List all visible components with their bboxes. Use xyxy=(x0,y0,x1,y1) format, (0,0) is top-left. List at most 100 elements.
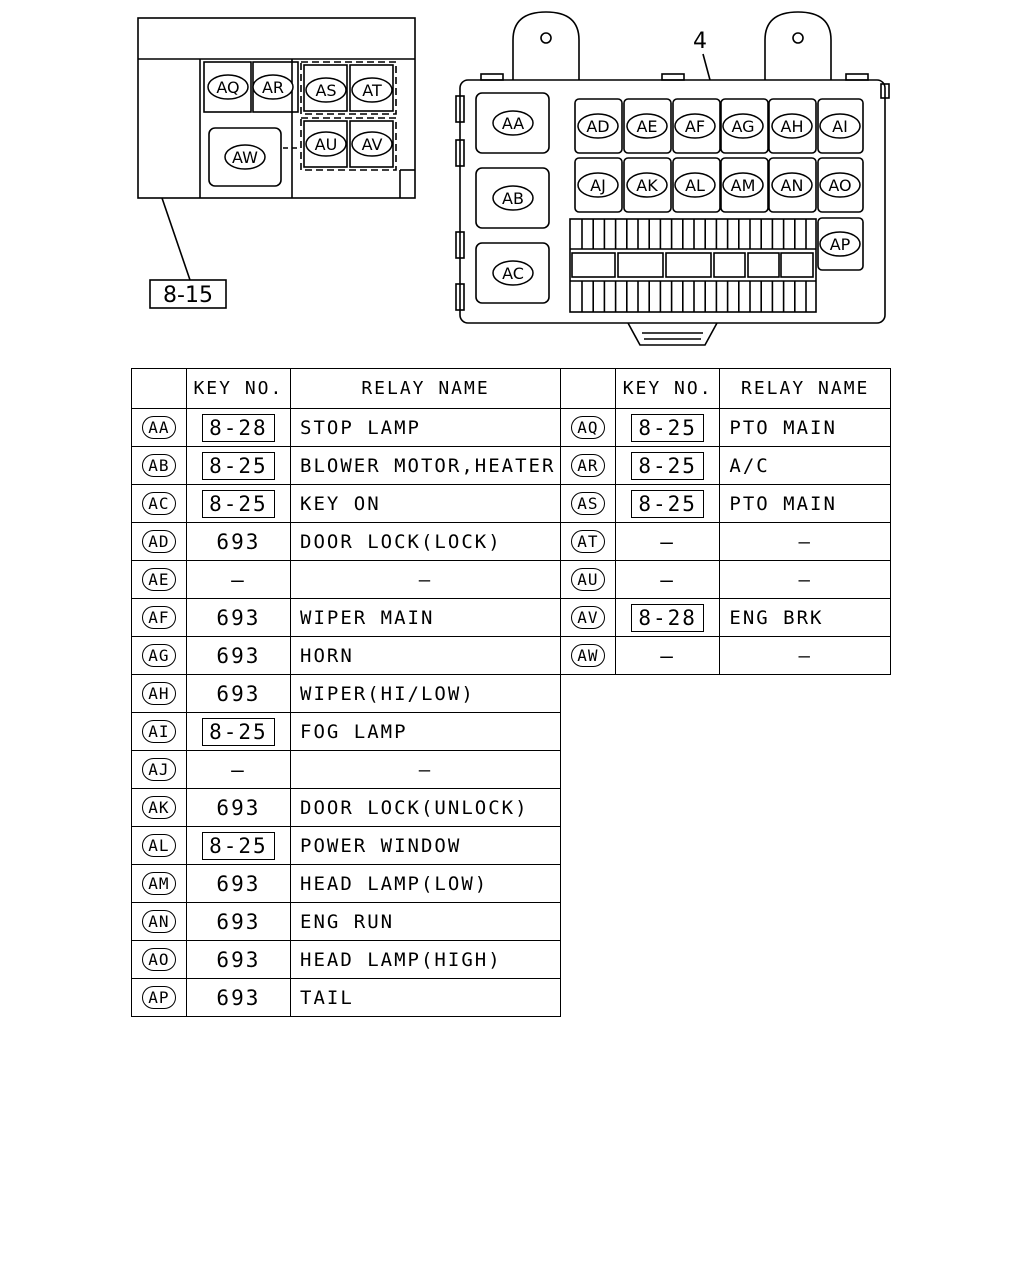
part-leader-line xyxy=(702,53,711,81)
svg-text:AL: AL xyxy=(685,176,705,195)
key-no-cell: – xyxy=(614,560,721,599)
table-row: AV 8-28 ENG BRK xyxy=(560,598,891,637)
relay-code: AU xyxy=(571,568,605,591)
header-key-no: KEY NO. xyxy=(614,368,721,409)
relay-code: AH xyxy=(142,682,176,705)
key-no: 693 xyxy=(216,605,261,630)
relay-name: PTO MAIN xyxy=(719,408,891,447)
relay-label-av: AV xyxy=(351,131,393,157)
key-ref-box: 8-28 xyxy=(202,413,275,442)
key-no-cell: 693 xyxy=(185,978,292,1017)
relay-code: AT xyxy=(571,530,605,553)
key-no-cell: – xyxy=(185,560,292,599)
relay-code: AS xyxy=(571,492,605,515)
key-ref-box: 8-25 xyxy=(202,451,275,480)
relay-code: AV xyxy=(571,606,605,629)
key-no-cell: 693 xyxy=(185,598,292,637)
svg-text:AG: AG xyxy=(731,117,754,136)
relay-code: AM xyxy=(142,872,176,895)
relay-code: AE xyxy=(142,568,176,591)
key-no: 693 xyxy=(216,529,261,554)
header-code xyxy=(131,368,187,409)
relay-label-an: AN xyxy=(771,172,813,198)
key-no-cell: 693 xyxy=(185,940,292,979)
detail-ref-box xyxy=(149,279,227,309)
relay-code: AP xyxy=(142,986,176,1009)
relay-code-cell: AN xyxy=(131,902,187,941)
relay-code-cell: AF xyxy=(131,598,187,637)
relay-code-cell: AR xyxy=(560,446,616,485)
relay-code: AW xyxy=(571,644,605,667)
relay-code-cell: AC xyxy=(131,484,187,523)
svg-text:AE: AE xyxy=(636,117,657,136)
relay-label-as: AS xyxy=(305,77,347,103)
svg-text:AW: AW xyxy=(232,148,258,167)
relay-label-au: AU xyxy=(305,131,347,157)
relay-label-ag: AG xyxy=(722,113,764,139)
relay-code-cell: AJ xyxy=(131,750,187,789)
svg-text:AD: AD xyxy=(586,117,609,136)
relay-code-cell: AE xyxy=(131,560,187,599)
key-no: – xyxy=(231,567,246,592)
relay-name: POWER WINDOW xyxy=(290,826,561,865)
svg-text:AQ: AQ xyxy=(216,78,239,97)
relay-code-cell: AA xyxy=(131,408,187,447)
relay-label-aq: AQ xyxy=(207,74,249,100)
key-no: 693 xyxy=(216,985,261,1010)
relay-label-aw: AW xyxy=(224,144,266,170)
svg-text:AP: AP xyxy=(830,235,851,254)
relay-code-cell: AD xyxy=(131,522,187,561)
key-no-cell: 8-25 xyxy=(185,826,292,865)
relay-code: AG xyxy=(142,644,176,667)
relay-code: AL xyxy=(142,834,176,857)
relay-label-al: AL xyxy=(674,172,716,198)
relay-name: TAIL xyxy=(290,978,561,1017)
key-ref-box: 8-25 xyxy=(631,413,704,442)
key-ref-box: 8-25 xyxy=(202,489,275,518)
detail-ref-label: 8-15 xyxy=(163,283,213,308)
svg-text:AU: AU xyxy=(315,135,338,154)
key-no: 693 xyxy=(216,643,261,668)
relay-code: AD xyxy=(142,530,176,553)
key-no-cell: – xyxy=(614,636,721,675)
header-relay-name: RELAY NAME xyxy=(719,368,891,409)
table-row: AU–– xyxy=(560,560,891,599)
key-no-cell: 8-25 xyxy=(614,484,721,523)
svg-text:AV: AV xyxy=(362,135,383,154)
key-no-cell: 693 xyxy=(185,864,292,903)
svg-text:AR: AR xyxy=(262,78,284,97)
relay-code-cell: AH xyxy=(131,674,187,713)
svg-text:AO: AO xyxy=(828,176,851,195)
key-ref-box: 8-25 xyxy=(631,451,704,480)
relay-code-cell: AW xyxy=(560,636,616,675)
relay-code-cell: AG xyxy=(131,636,187,675)
key-no: – xyxy=(660,567,675,592)
relay-label-ae: AE xyxy=(626,113,668,139)
svg-text:AJ: AJ xyxy=(590,176,606,195)
header-relay-name: RELAY NAME xyxy=(290,368,561,409)
svg-text:AK: AK xyxy=(636,176,658,195)
svg-text:AM: AM xyxy=(731,176,756,195)
key-no-cell: – xyxy=(614,522,721,561)
relay-name: ENG BRK xyxy=(719,598,891,637)
key-no-cell: 8-25 xyxy=(614,446,721,485)
key-ref-box: 8-28 xyxy=(631,603,704,632)
relay-name: HEAD LAMP(LOW) xyxy=(290,864,561,903)
relay-code-cell: AL xyxy=(131,826,187,865)
relay-label-ar: AR xyxy=(252,74,294,100)
relay-label-ab: AB xyxy=(492,185,534,211)
svg-text:AH: AH xyxy=(781,117,804,136)
relay-code-cell: AQ xyxy=(560,408,616,447)
key-no: 693 xyxy=(216,947,261,972)
key-no-cell: 693 xyxy=(185,636,292,675)
aux-relay-panel xyxy=(137,17,416,199)
relay-code: AA xyxy=(142,416,176,439)
